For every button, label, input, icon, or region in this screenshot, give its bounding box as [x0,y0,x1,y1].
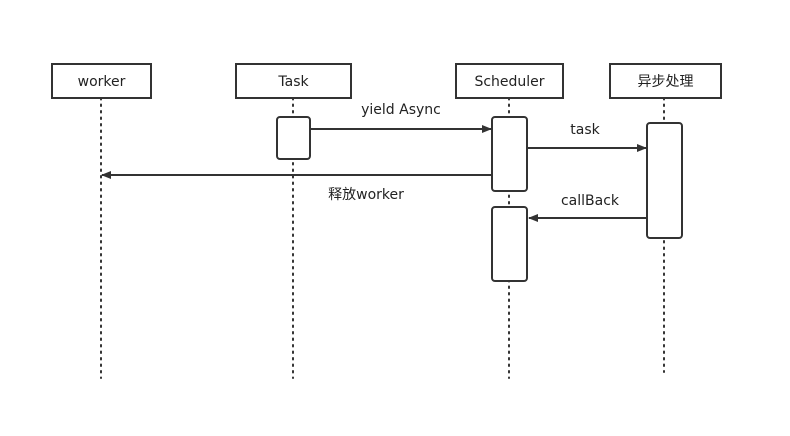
activation-task [276,116,311,160]
participant-worker-label: worker [78,74,126,90]
participant-scheduler-label: Scheduler [474,74,544,90]
message-task: task [527,122,647,152]
message-release-worker: 释放worker [101,171,492,203]
participant-scheduler: Scheduler [455,63,564,99]
message-release-worker-label: 释放worker [328,187,404,203]
message-yield-async-label: yield Async [361,102,441,118]
participant-task: Task [235,63,352,99]
activation-scheduler-1 [491,116,528,192]
participant-async: 异步处理 [609,63,722,99]
participant-async-label: 异步处理 [638,74,694,90]
message-task-label: task [570,122,600,138]
participant-task-label: Task [277,74,309,90]
activation-scheduler-2 [491,206,528,282]
activation-async [646,122,683,239]
participant-worker: worker [51,63,152,99]
message-callback-label: callBack [561,193,620,209]
message-callback: callBack [528,193,647,222]
message-yield-async: yield Async [310,102,492,133]
